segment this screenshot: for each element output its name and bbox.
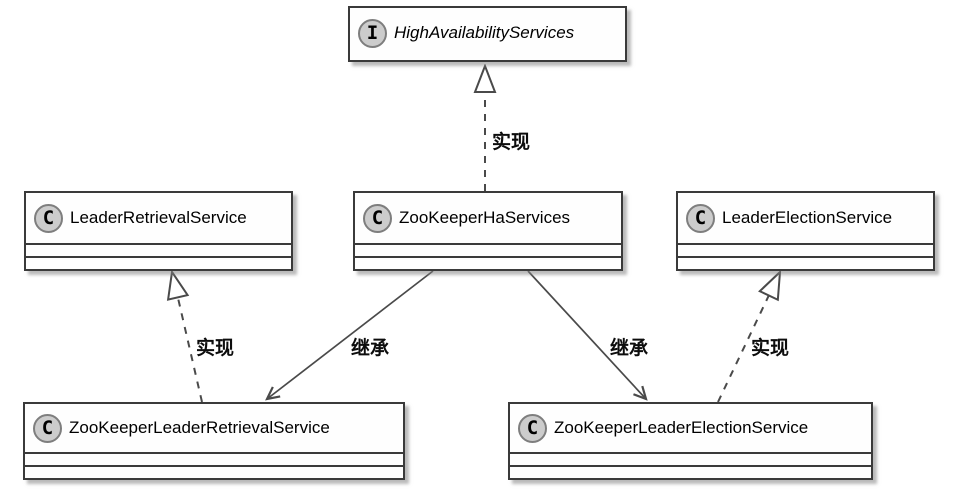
interface-spot-letter: I xyxy=(366,21,379,44)
fields-compartment xyxy=(26,243,291,256)
class-name: ZooKeeperLeaderRetrievalService xyxy=(69,418,330,437)
class-name: LeaderRetrievalService xyxy=(70,208,247,227)
edge-label-inherit-left: 继承 xyxy=(351,338,390,359)
fields-compartment xyxy=(25,452,403,465)
class-title-row: C ZooKeeperLeaderRetrievalService xyxy=(25,404,403,452)
class-box-leaderretrievalservice: C LeaderRetrievalService xyxy=(24,191,293,271)
class-spot-icon: C xyxy=(518,413,547,443)
class-box-leaderelectionservice: C LeaderElectionService xyxy=(676,191,935,271)
class-name: ZooKeeperHaServices xyxy=(399,208,571,227)
fields-compartment xyxy=(510,452,871,465)
class-spot-icon: C xyxy=(33,413,62,443)
class-spot-letter: C xyxy=(41,416,54,439)
class-spot-letter: C xyxy=(42,206,55,229)
class-spot-letter: C xyxy=(694,206,707,229)
class-title-row: C LeaderElectionService xyxy=(678,193,933,243)
interface-box-highavailabilityservices: I HighAvailabilityServices xyxy=(348,6,627,62)
class-title-row: C LeaderRetrievalService xyxy=(26,193,291,243)
edge-inherit-left xyxy=(265,270,434,401)
class-title-row: C ZooKeeperLeaderElectionService xyxy=(510,404,871,452)
methods-compartment xyxy=(355,256,621,269)
fields-compartment xyxy=(678,243,933,256)
class-spot-letter: C xyxy=(526,416,539,439)
fields-compartment xyxy=(355,243,621,256)
class-spot-icon: C xyxy=(686,203,715,233)
edge-label-realize-left: 实现 xyxy=(196,338,235,359)
edge-label-realize-right: 实现 xyxy=(751,338,790,359)
methods-compartment xyxy=(678,256,933,269)
methods-compartment xyxy=(510,465,871,478)
interface-spot-icon: I xyxy=(358,18,387,48)
class-spot-icon: C xyxy=(363,203,392,233)
class-box-zookeeperhaservices: C ZooKeeperHaServices xyxy=(353,191,623,271)
edge-label-realize-top: 实现 xyxy=(492,132,531,153)
class-spot-icon: C xyxy=(34,203,63,233)
methods-compartment xyxy=(25,465,403,478)
class-title-row: C ZooKeeperHaServices xyxy=(355,193,621,243)
class-box-zookeeperleaderelectionservice: C ZooKeeperLeaderElectionService xyxy=(508,402,873,480)
methods-compartment xyxy=(26,256,291,269)
class-name: LeaderElectionService xyxy=(722,208,893,227)
edge-label-inherit-right: 继承 xyxy=(610,338,649,359)
interface-title-row: I HighAvailabilityServices xyxy=(350,8,625,58)
class-spot-letter: C xyxy=(371,206,384,229)
interface-name: HighAvailabilityServices xyxy=(394,23,575,42)
class-box-zookeeperleaderretrievalservice: C ZooKeeperLeaderRetrievalService xyxy=(23,402,405,480)
class-name: ZooKeeperLeaderElectionService xyxy=(554,418,809,437)
